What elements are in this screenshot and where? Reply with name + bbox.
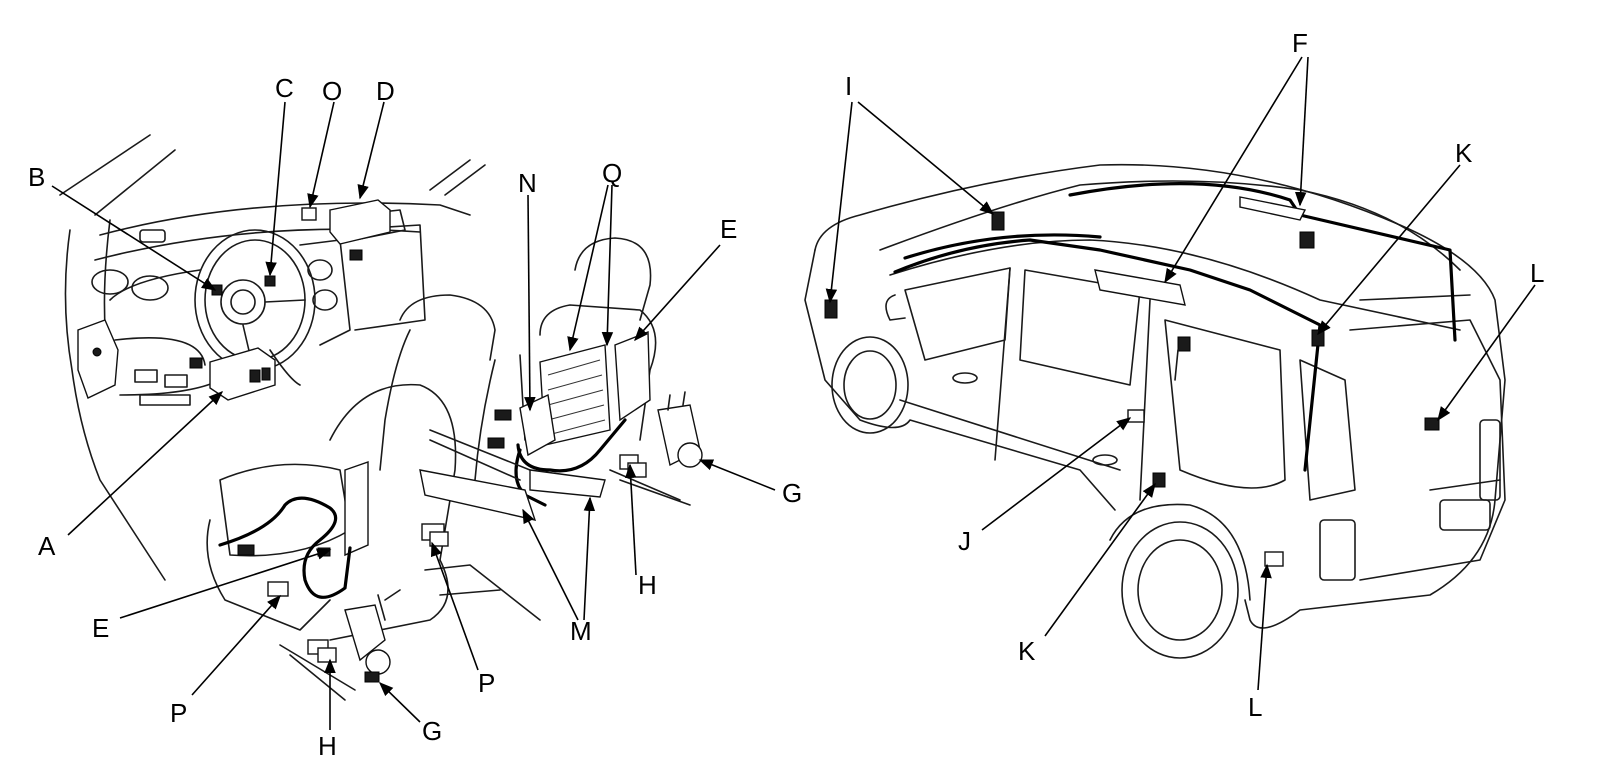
label-m: M [570, 616, 592, 646]
label-i: I [845, 71, 852, 101]
label-b: B [28, 162, 45, 192]
label-e-driver: E [92, 613, 109, 643]
leader-lines [51, 56, 1536, 730]
label-p-driver: P [170, 698, 187, 728]
label-l-rear: L [1530, 258, 1544, 288]
label-d: D [376, 76, 395, 106]
label-l-side: L [1248, 692, 1262, 722]
callout-labels: A B C O D E P H G P N Q E G H M I F K L … [28, 28, 1544, 761]
label-n: N [518, 168, 537, 198]
label-k-side: K [1018, 636, 1036, 666]
label-j: J [958, 526, 971, 556]
label-k-roof: K [1455, 138, 1473, 168]
label-e-passenger: E [720, 214, 737, 244]
label-a: A [38, 531, 56, 561]
label-f: F [1292, 28, 1308, 58]
seat-illustration [419, 237, 703, 521]
label-q: Q [602, 158, 622, 188]
label-c: C [275, 73, 294, 103]
vehicle-illustration [804, 163, 1506, 659]
interior-illustration [59, 134, 541, 701]
label-o: O [322, 76, 342, 106]
label-p-center: P [478, 668, 495, 698]
label-h-driver: H [318, 731, 337, 761]
label-g-passenger: G [782, 478, 802, 508]
label-g-driver: G [422, 716, 442, 746]
label-h-passenger: H [638, 570, 657, 600]
